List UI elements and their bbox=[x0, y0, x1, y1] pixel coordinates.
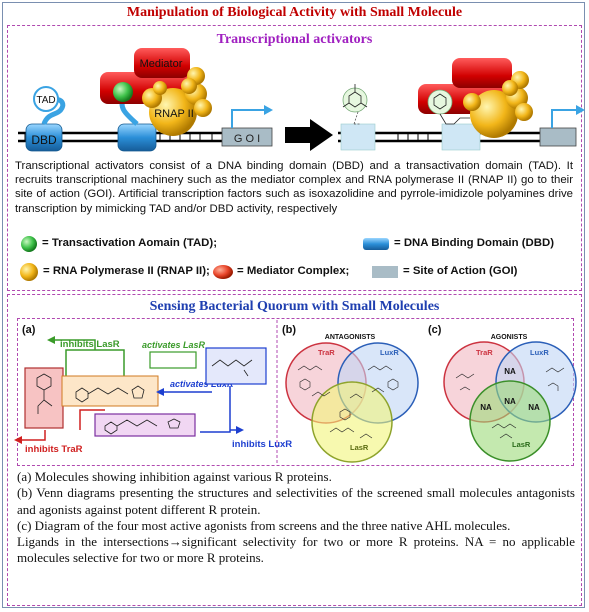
tad-label: TAD bbox=[36, 95, 55, 106]
legend-dbd: = DNA Binding Domain (DBD) bbox=[394, 237, 554, 249]
agonists-title: AGONISTS bbox=[491, 334, 528, 341]
agonist-luxr-label: LuxR bbox=[530, 348, 549, 357]
tad-sphere-left bbox=[113, 82, 133, 102]
agonist-structures bbox=[455, 367, 565, 439]
panel-b-tag: (b) bbox=[282, 324, 296, 336]
note-ligands: Ligands in the intersections→significant… bbox=[17, 534, 575, 566]
na-trar-luxr: NA bbox=[504, 367, 516, 376]
synthetic-dbd-2 bbox=[441, 123, 481, 151]
na-center: NA bbox=[504, 397, 516, 406]
transcription-description: Transcriptional activators consist of a … bbox=[15, 160, 573, 215]
panel-b: (b) ANTAGONISTS TraR LuxR LasR bbox=[282, 324, 419, 463]
agonist-lasr-circle bbox=[469, 380, 551, 462]
mediator-label: Mediator bbox=[140, 58, 183, 70]
panel-a-tag: (a) bbox=[22, 324, 36, 336]
agonist-trar-label: TraR bbox=[476, 348, 493, 357]
transcription-arrowhead-left bbox=[264, 105, 273, 115]
na-trar-lasr: NA bbox=[480, 403, 492, 412]
goi-site-left bbox=[221, 127, 273, 147]
note-c: (c) Diagram of the four most active agon… bbox=[17, 517, 511, 533]
pyrrole-mimic bbox=[427, 89, 470, 125]
rnap-cluster-left: RNAP II bbox=[142, 67, 212, 136]
transcription-heading: Transcriptional activators bbox=[216, 32, 373, 47]
label-activates-luxr: activates LuxR bbox=[170, 379, 234, 389]
antagonist-lasr-circle bbox=[311, 381, 393, 463]
label-activates-lasr: activates LasR bbox=[142, 340, 206, 350]
antagonist-lasr-label: LasR bbox=[350, 443, 369, 452]
note-b: (b) Venn diagrams presenting the structu… bbox=[17, 485, 575, 517]
legend-rnap: = RNA Polymerase II (RNAP II); bbox=[43, 265, 210, 277]
na-luxr-lasr: NA bbox=[528, 403, 540, 412]
dbd-label: DBD bbox=[31, 133, 57, 147]
agonist-lasr-label: LasR bbox=[512, 440, 531, 449]
legend-rnap-swatch bbox=[20, 263, 38, 281]
isoxazolidine-mimic bbox=[342, 84, 368, 125]
label-inhibits-luxr: inhibits LuxR bbox=[232, 439, 292, 450]
antagonists-title: ANTAGONISTS bbox=[325, 334, 376, 341]
rnap-label: RNAP II bbox=[154, 108, 194, 120]
legend-tad: = Transactivation Aomain (TAD); bbox=[42, 237, 217, 249]
goi-label: G O I bbox=[234, 133, 260, 145]
panel-c-tag: (c) bbox=[428, 324, 442, 336]
figure-title: Manipulation of Biological Activity with… bbox=[126, 5, 463, 20]
quorum-illustration: (a) inhibits LasR activates LasR inhibit… bbox=[14, 320, 577, 464]
label-inhibits-lasr: inhibits LasR bbox=[60, 339, 120, 350]
antagonist-structures bbox=[297, 365, 399, 439]
synthetic-dbd-1 bbox=[340, 123, 376, 151]
goi-site-right bbox=[539, 127, 577, 147]
process-arrow bbox=[285, 119, 333, 151]
quorum-heading: Sensing Bacterial Quorum with Small Mole… bbox=[149, 299, 440, 314]
legend-tad-swatch bbox=[21, 236, 37, 252]
dna-strand-right bbox=[338, 123, 577, 151]
legend-swatches bbox=[20, 236, 398, 281]
legend-goi-swatch bbox=[372, 266, 398, 278]
panel-a: (a) inhibits LasR activates LasR inhibit… bbox=[14, 320, 292, 464]
legend-dbd-swatch bbox=[363, 238, 389, 250]
transcription-panel bbox=[7, 25, 582, 291]
transcription-arrow-left bbox=[231, 109, 264, 128]
transcription-arrowhead-right bbox=[576, 105, 585, 115]
label-inhibits-trar: inhibits TraR bbox=[25, 444, 83, 455]
legend-mediator-swatch bbox=[213, 265, 233, 279]
panel-c: (c) AGONISTS TraR LuxR LasR NA NA NA NA bbox=[428, 324, 577, 462]
legend-mediator: = Mediator Complex; bbox=[237, 265, 350, 277]
note-a: (a) Molecules showing inhibition against… bbox=[17, 469, 332, 484]
quorum-panel bbox=[7, 294, 582, 606]
antagonist-trar-label: TraR bbox=[318, 348, 335, 357]
tad-circle bbox=[33, 86, 59, 112]
legend-goi: = Site of Action (GOI) bbox=[403, 265, 518, 277]
transcription-arrow-right bbox=[551, 109, 578, 128]
quorum-notes: (a) Molecules showing inhibition against… bbox=[17, 469, 575, 567]
antagonist-luxr-label: LuxR bbox=[380, 348, 399, 357]
rnap-cluster-right bbox=[463, 71, 533, 138]
transcription-illustration: G O I DBD TAD Mediator RNAP II bbox=[18, 48, 585, 152]
